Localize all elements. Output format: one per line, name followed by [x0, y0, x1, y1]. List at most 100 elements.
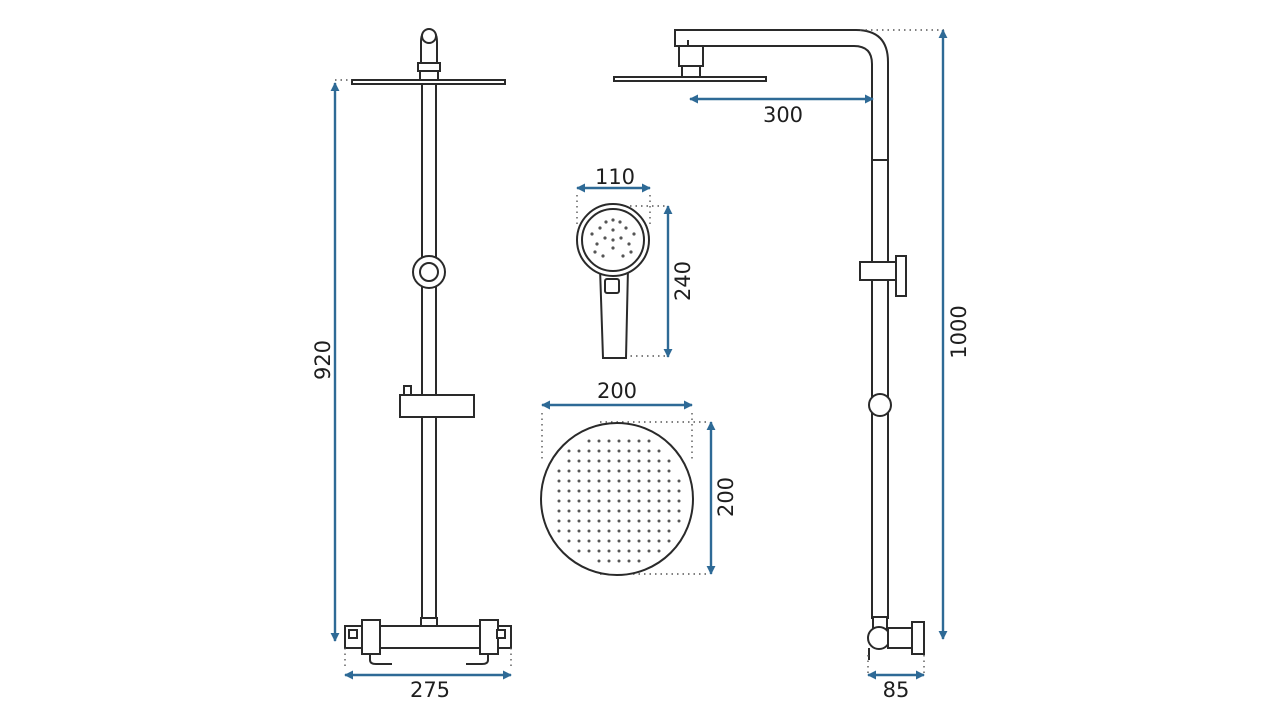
- rain-head-nozzle: [657, 539, 661, 543]
- rain-head-nozzle: [647, 479, 651, 483]
- rain-head-nozzle: [677, 519, 681, 523]
- rain-head-nozzle: [667, 469, 671, 473]
- rain-head-nozzle: [627, 519, 631, 523]
- rain-head-nozzle: [607, 509, 611, 513]
- rain-head-nozzle: [657, 489, 661, 493]
- rain-head-nozzle: [607, 449, 611, 453]
- rain-head-nozzle: [657, 509, 661, 513]
- rain-head-nozzle: [597, 549, 601, 553]
- rain-head-nozzle: [627, 509, 631, 513]
- rain-head-nozzle: [617, 549, 621, 553]
- rain-head-nozzle: [587, 459, 591, 463]
- rain-head-nozzle: [637, 539, 641, 543]
- rain-head-nozzle: [637, 489, 641, 493]
- rain-head-nozzle: [607, 549, 611, 553]
- rain-head-nozzle: [657, 529, 661, 533]
- rain-head-nozzle: [557, 469, 561, 473]
- rain-head-nozzle: [647, 449, 651, 453]
- rain-head-nozzle: [667, 459, 671, 463]
- rain-head-nozzle: [647, 459, 651, 463]
- rain-head-nozzle: [647, 439, 651, 443]
- rain-head-nozzle: [577, 449, 581, 453]
- rain-head-nozzle: [557, 529, 561, 533]
- rain-head-nozzle: [647, 519, 651, 523]
- rain-head-nozzle: [567, 459, 571, 463]
- label-wall-depth: 85: [883, 678, 910, 702]
- rain-head-nozzle: [597, 499, 601, 503]
- rain-head-nozzle: [607, 519, 611, 523]
- rain-head-nozzle: [627, 489, 631, 493]
- rain-head-nozzle: [557, 489, 561, 493]
- rain-head-nozzle: [607, 479, 611, 483]
- rain-head-nozzle: [597, 479, 601, 483]
- rain-head-nozzle: [627, 499, 631, 503]
- rain-head-nozzle: [567, 539, 571, 543]
- rain-head-nozzle: [657, 459, 661, 463]
- rain-head-nozzle: [627, 459, 631, 463]
- rain-head-nozzle: [607, 489, 611, 493]
- rain-head-nozzle: [637, 479, 641, 483]
- rain-head-nozzle: [597, 459, 601, 463]
- rain-head-nozzle: [567, 469, 571, 473]
- rain-head-nozzle: [617, 519, 621, 523]
- rain-head-nozzle: [617, 529, 621, 533]
- rain-head-nozzle: [617, 469, 621, 473]
- rain-head-nozzle: [617, 479, 621, 483]
- rain-head-nozzle: [587, 549, 591, 553]
- rain-head-nozzle: [637, 499, 641, 503]
- rain-head-nozzle: [637, 529, 641, 533]
- rain-head-nozzle: [657, 449, 661, 453]
- rain-head-nozzle: [667, 529, 671, 533]
- hand-shower-nozzles: [590, 218, 636, 258]
- rain-head-nozzle: [577, 459, 581, 463]
- rain-head-nozzle: [647, 529, 651, 533]
- rain-head-nozzle: [637, 469, 641, 473]
- hand-shower: [576, 195, 665, 359]
- rain-head-nozzle: [627, 449, 631, 453]
- rain-head-nozzle: [627, 529, 631, 533]
- rain-head-nozzle: [597, 559, 601, 563]
- rain-head-nozzle: [557, 499, 561, 503]
- rain-head-nozzle: [637, 519, 641, 523]
- label-hand-width: 110: [595, 165, 635, 189]
- rain-head-nozzle: [617, 489, 621, 493]
- label-hand-height: 240: [671, 261, 695, 301]
- rain-head-nozzle: [577, 489, 581, 493]
- rain-head-nozzle: [567, 449, 571, 453]
- rain-head-nozzle: [677, 479, 681, 483]
- rain-head-nozzle: [617, 539, 621, 543]
- rain-head-nozzle: [587, 489, 591, 493]
- rain-head-nozzle: [637, 449, 641, 453]
- rain-head-nozzle: [667, 509, 671, 513]
- rain-head-nozzle: [667, 499, 671, 503]
- label-arm-length: 300: [763, 103, 803, 127]
- rain-head-nozzle: [627, 479, 631, 483]
- rain-head-nozzle: [597, 539, 601, 543]
- rain-head-nozzle: [617, 449, 621, 453]
- label-front-height: 920: [311, 340, 335, 380]
- rain-head-nozzle: [657, 519, 661, 523]
- rain-head-nozzle: [577, 549, 581, 553]
- rain-head-nozzle: [667, 519, 671, 523]
- rain-head-nozzle: [567, 519, 571, 523]
- rain-head-nozzle: [597, 469, 601, 473]
- rain-head-nozzle: [587, 539, 591, 543]
- rain-head-nozzle: [577, 509, 581, 513]
- label-head-height: 200: [714, 477, 738, 517]
- rain-head-nozzle: [627, 539, 631, 543]
- rain-head-nozzle: [567, 479, 571, 483]
- rain-head-nozzle: [577, 469, 581, 473]
- rain-head-nozzle: [577, 479, 581, 483]
- rain-head-nozzle: [677, 509, 681, 513]
- rain-head-nozzle: [677, 499, 681, 503]
- rain-head-nozzle: [597, 439, 601, 443]
- label-total-height: 1000: [947, 305, 971, 358]
- rain-head-nozzle: [607, 439, 611, 443]
- rain-head-nozzle: [607, 529, 611, 533]
- rain-head-nozzle: [607, 499, 611, 503]
- rain-head-nozzle: [677, 489, 681, 493]
- rain-head-nozzle: [607, 539, 611, 543]
- rain-head-nozzle: [597, 509, 601, 513]
- rain-head-nozzle: [657, 479, 661, 483]
